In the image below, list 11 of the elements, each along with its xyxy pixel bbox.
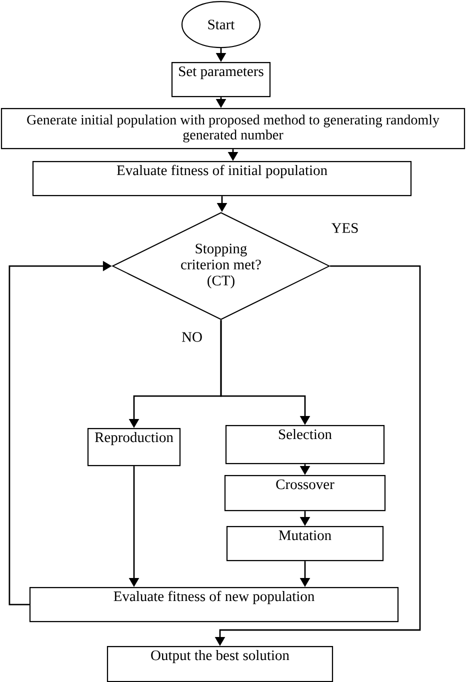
process-box: Crossover: [224, 475, 386, 512]
process-box: Evaluate fitness of initial population: [32, 161, 412, 196]
process-box: Mutation: [226, 526, 384, 562]
process-box: Generate initial population with proposed method to generating randomly generated number: [0, 108, 466, 150]
edge-label: NO: [180, 331, 204, 343]
process-box: Reproduction: [87, 428, 181, 466]
process-box: Set parameters: [171, 62, 271, 98]
process-box: Selection: [225, 425, 385, 464]
process-box: Output the best solution: [106, 646, 334, 682]
process-box: Evaluate fitness of new population: [29, 587, 399, 622]
edge-label: YES: [330, 222, 360, 234]
